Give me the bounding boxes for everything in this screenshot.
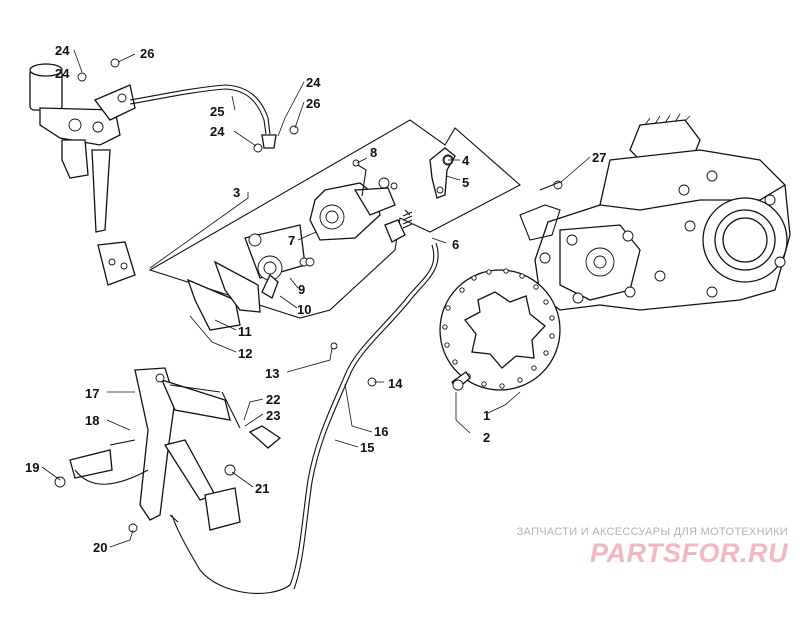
watermark-tagline: ЗАПЧАСТИ И АКСЕССУАРЫ ДЛЯ МОТОТЕХНИКИ	[516, 526, 788, 538]
callout-6: 6	[452, 237, 459, 252]
callout-16: 16	[374, 424, 388, 439]
callout-14: 14	[388, 376, 403, 391]
callout-24-a: 24	[55, 43, 70, 58]
callout-15: 15	[360, 440, 374, 455]
callout-1: 1	[483, 408, 490, 423]
callout-20: 20	[93, 540, 107, 555]
callout-19: 19	[25, 460, 39, 475]
callout-24-d: 24	[55, 66, 70, 81]
gearcase	[519, 113, 791, 311]
callout-17: 17	[85, 386, 99, 401]
callout-25: 25	[210, 104, 224, 119]
callout-2: 2	[483, 430, 490, 445]
callout-12: 12	[238, 346, 252, 361]
callout-labels: 1 2 3 4 5 6 7 8 9 10 11 12 13 14 15 16 1…	[25, 43, 606, 555]
callout-11: 11	[238, 324, 252, 339]
callout-10: 10	[297, 302, 311, 317]
master-cylinder	[29, 63, 277, 286]
callout-5: 5	[462, 175, 469, 190]
callout-7: 7	[288, 233, 295, 248]
callout-3: 3	[233, 185, 240, 200]
callout-23: 23	[266, 408, 280, 423]
callout-24-c: 24	[210, 124, 225, 139]
callout-9: 9	[298, 282, 305, 297]
callout-18: 18	[85, 413, 99, 428]
hardware	[77, 58, 563, 391]
brake-cable	[171, 244, 435, 594]
callout-4: 4	[462, 153, 470, 168]
caliper	[186, 147, 456, 331]
leader-lines	[41, 49, 591, 548]
callout-24-b: 24	[306, 75, 321, 90]
callout-13: 13	[265, 366, 279, 381]
callout-26-b: 26	[306, 96, 320, 111]
callout-8: 8	[370, 145, 377, 160]
brake-pedal	[54, 367, 282, 533]
callout-22: 22	[266, 392, 280, 407]
brake-disc	[439, 268, 561, 391]
caliper-group-outline	[148, 119, 521, 319]
watermark-brand: PARTSFOR.RU	[589, 538, 788, 568]
callout-27: 27	[592, 150, 606, 165]
callout-21: 21	[255, 481, 269, 496]
callout-26-a: 26	[140, 46, 154, 61]
